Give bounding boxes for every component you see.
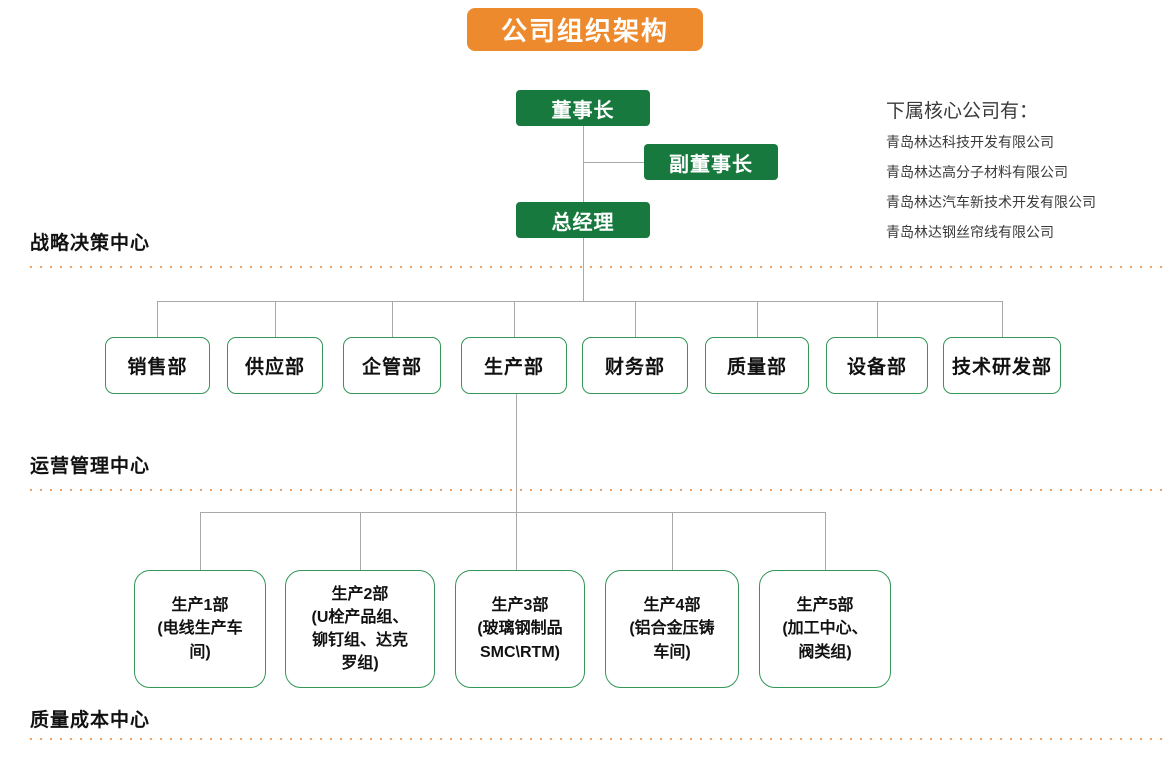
node-general-manager: 总经理: [516, 202, 650, 238]
node-dept-equipment: 设备部: [826, 337, 928, 394]
connector-prod-rail: [200, 512, 826, 513]
label-quality-cost-center: 质量成本中心: [30, 710, 151, 731]
connector-drop-supply: [275, 301, 276, 338]
connector-dept-rail: [157, 301, 1002, 302]
node-vice-chairman: 副董事长: [644, 144, 778, 180]
connector-drop-sales: [157, 301, 158, 338]
subsidiary-company: 青岛林达高分子材料有限公司: [886, 164, 1068, 180]
connector-drop-equipment: [877, 301, 878, 338]
connector-drop-prod4: [672, 512, 673, 570]
node-dept-supply: 供应部: [227, 337, 323, 394]
node-dept-enterprise-mgmt: 企管部: [343, 337, 441, 394]
connector-gm-down: [583, 238, 584, 301]
connector-production-feed: [516, 394, 517, 570]
subsidiaries-heading: 下属核心公司有：: [886, 101, 1039, 122]
connector-drop-prod1: [200, 512, 201, 570]
node-dept-production: 生产部: [461, 337, 567, 394]
node-dept-finance: 财务部: [582, 337, 688, 394]
connector-drop-prod5: [825, 512, 826, 570]
connector-drop-prod2: [360, 512, 361, 570]
label-strategic-center: 战略决策中心: [30, 233, 151, 254]
connector-drop-rnd: [1002, 301, 1003, 338]
node-dept-tech-rnd: 技术研发部: [943, 337, 1061, 394]
subsidiary-company: 青岛林达钢丝帘线有限公司: [886, 224, 1054, 240]
separator-dotted-line: [30, 489, 1167, 491]
subsidiary-company: 青岛林达汽车新技术开发有限公司: [886, 194, 1096, 210]
connector-vice-chairman-branch: [583, 162, 644, 163]
connector-drop-production: [514, 301, 515, 338]
node-prod-dept-2: 生产2部 (U栓产品组、 铆钉组、达克 罗组): [285, 570, 435, 688]
node-dept-quality: 质量部: [705, 337, 809, 394]
node-chairman: 董事长: [516, 90, 650, 126]
page-title: 公司组织架构: [467, 8, 703, 51]
connector-drop-finance: [635, 301, 636, 338]
node-prod-dept-1: 生产1部 (电线生产车 间): [134, 570, 266, 688]
node-prod-dept-5: 生产5部 (加工中心、 阀类组): [759, 570, 891, 688]
separator-dotted-line: [30, 738, 1167, 740]
connector-drop-quality: [757, 301, 758, 338]
label-operations-center: 运营管理中心: [30, 456, 151, 477]
connector-chairman-gm: [583, 126, 584, 202]
separator-dotted-line: [30, 266, 1167, 268]
node-dept-sales: 销售部: [105, 337, 210, 394]
node-prod-dept-3: 生产3部 (玻璃钢制品 SMC\RTM): [455, 570, 585, 688]
connector-drop-enterprise: [392, 301, 393, 338]
subsidiary-company: 青岛林达科技开发有限公司: [886, 134, 1054, 150]
node-prod-dept-4: 生产4部 (铝合金压铸 车间): [605, 570, 739, 688]
